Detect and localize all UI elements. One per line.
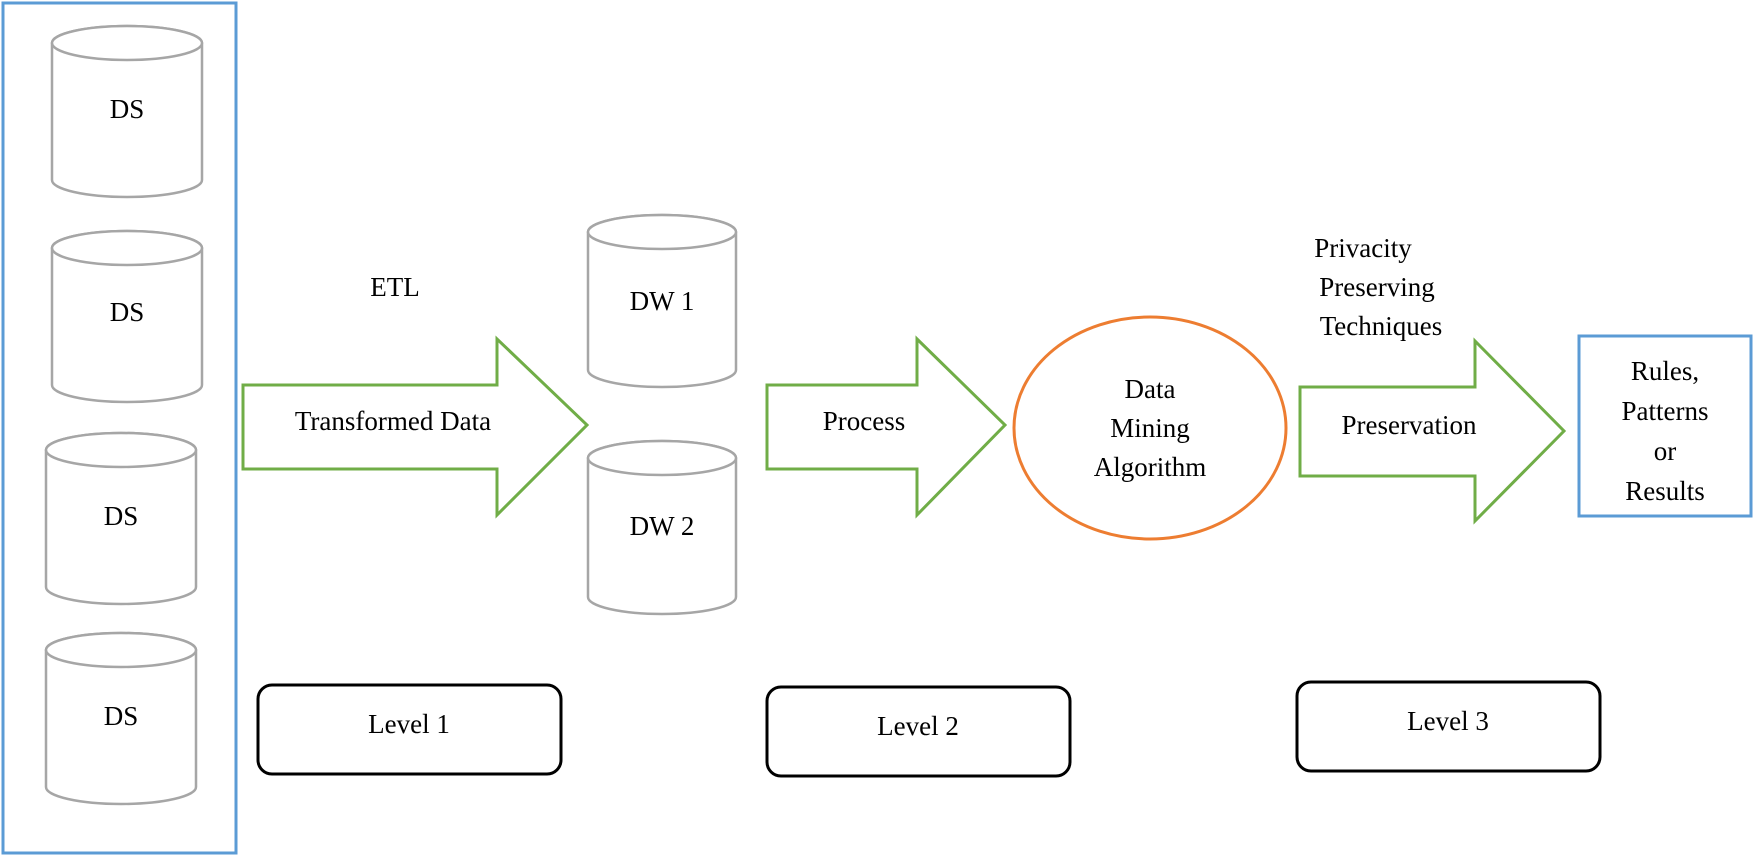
data-mining-line-2: Mining: [1110, 413, 1190, 443]
data-source-cylinder-3: DS: [44, 431, 198, 606]
level-3-box: Level 3: [1295, 680, 1602, 773]
privacy-heading: Privacity Preserving Techniques: [1314, 233, 1442, 341]
level-1-box: Level 1: [256, 683, 563, 776]
level-2-label: Level 2: [877, 711, 959, 741]
process-label: Process: [823, 406, 906, 436]
data-source-label: DS: [104, 701, 139, 731]
data-source-label: DS: [110, 297, 145, 327]
data-source-cylinder-2: DS: [50, 229, 204, 404]
output-box: Rules, Patterns or Results: [1577, 334, 1753, 518]
preservation-label: Preservation: [1342, 410, 1477, 440]
output-line-2: Patterns: [1622, 396, 1709, 426]
privacy-heading-line-3: Techniques: [1320, 311, 1443, 341]
data-warehouse-cylinder-2: DW 2: [586, 439, 738, 616]
etl-heading: ETL: [370, 272, 419, 302]
level-3-label: Level 3: [1407, 706, 1489, 736]
privacy-heading-line-2: Preserving: [1319, 272, 1434, 302]
data-mining-line-1: Data: [1125, 374, 1176, 404]
data-mining-line-3: Algorithm: [1094, 452, 1207, 482]
privacy-heading-line-1: Privacity: [1314, 233, 1412, 263]
output-line-1: Rules,: [1631, 356, 1699, 386]
data-source-cylinder-1: DS: [50, 24, 204, 199]
data-source-cylinder-4: DS: [44, 631, 198, 806]
data-source-label: DS: [110, 94, 145, 124]
preservation-arrow: Preservation: [1298, 337, 1567, 525]
data-source-label: DS: [104, 501, 139, 531]
data-sources-frame: [1, 1, 238, 855]
data-warehouse-label: DW 2: [630, 511, 695, 541]
transformed-data-label: Transformed Data: [295, 406, 491, 436]
data-warehouse-cylinder-1: DW 1: [586, 213, 738, 389]
output-line-3: or: [1654, 436, 1677, 466]
level-1-label: Level 1: [368, 709, 450, 739]
process-arrow: Process: [765, 335, 1008, 519]
level-2-box: Level 2: [765, 685, 1072, 778]
data-warehouse-label: DW 1: [630, 286, 695, 316]
data-mining-node: Data Mining Algorithm: [1012, 315, 1288, 541]
output-line-4: Results: [1625, 476, 1705, 506]
transformed-data-arrow: Transformed Data: [241, 335, 590, 519]
